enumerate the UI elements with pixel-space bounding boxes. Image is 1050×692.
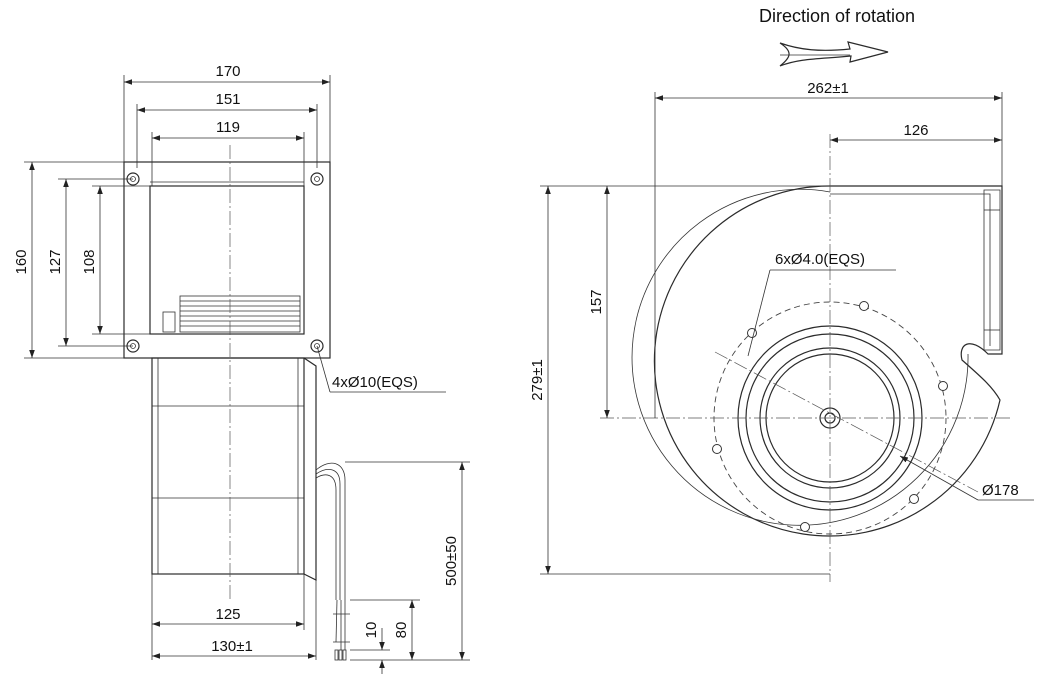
rotation-arrow-icon (779, 41, 889, 67)
dim-height-outer: 160 (13, 249, 30, 274)
scroll-housing (653, 185, 1003, 537)
dim-outlet-height: 157 (588, 289, 605, 314)
flange-plate (123, 161, 331, 359)
dim-overall-height: 279±1 (529, 359, 546, 401)
dim-width-mid: 151 (215, 91, 240, 108)
cable (315, 462, 350, 661)
rotor-vanes (162, 295, 301, 333)
flange-opening (149, 185, 305, 335)
dim-overall-width: 262±1 (807, 80, 849, 97)
side-view: Direction of rotation (529, 6, 1034, 582)
rotation-title: Direction of rotation (759, 6, 915, 26)
dim-lead-total: 80 (393, 622, 410, 639)
label-inlet-diameter: Ø178 (982, 482, 1019, 499)
flange-holes (126, 172, 324, 353)
dim-height-inner: 108 (81, 249, 98, 274)
dim-width-inner: 119 (216, 119, 240, 136)
dim-base-width: 130±1 (211, 638, 253, 655)
front-view: 170 151 119 160 127 108 4xØ10(EQS) 125 (13, 63, 470, 674)
dim-outlet-offset: 126 (903, 122, 928, 139)
dim-cable-length: 500±50 (443, 536, 460, 586)
dim-body-width: 125 (215, 606, 240, 623)
inlet-holes (712, 301, 948, 532)
dim-height-mid: 127 (47, 249, 64, 274)
dim-lead-strip: 10 (363, 622, 380, 639)
label-flange-holes: 4xØ10(EQS) (332, 374, 418, 391)
label-inlet-holes: 6xØ4.0(EQS) (775, 251, 865, 268)
dim-width-outer: 170 (215, 63, 240, 80)
housing-body (151, 357, 305, 575)
